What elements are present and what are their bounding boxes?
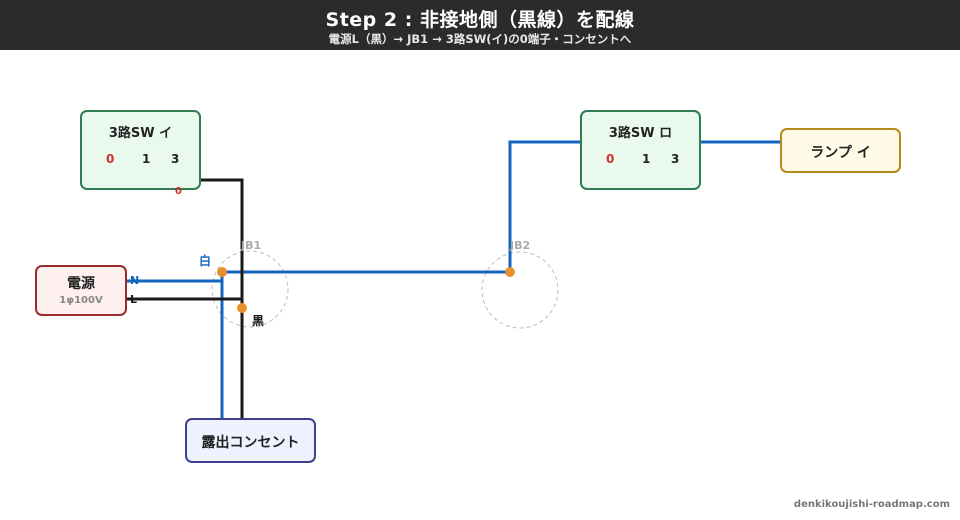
- jb1-white-junction-dot: [217, 267, 227, 277]
- jb1-black-label: 黒: [252, 314, 265, 328]
- lamp-i: ランプ イ: [780, 128, 901, 173]
- white-wire-jb1-to-outlet: [188, 272, 224, 434]
- site-credit: denkikoujishi-roadmap.com: [793, 499, 950, 510]
- switch-ro-terminal-1: 1: [642, 152, 651, 166]
- switch-i-title: 3路SW イ: [108, 126, 173, 141]
- jb1-white-label: 白: [199, 254, 212, 268]
- three-way-switch-i: 3路SW イ 0 1 3: [80, 110, 201, 190]
- jb1-circle: [211, 250, 289, 328]
- switch-ro-title: 3路SW ロ: [608, 126, 673, 141]
- switch-i-terminal-0: 0: [106, 152, 115, 166]
- black-wire-jb1-to-switch-i: [171, 178, 244, 450]
- lamp-label: ランプ イ: [810, 145, 871, 161]
- power-n-label: N: [130, 274, 140, 287]
- outlet-label: 露出コンセント: [201, 435, 300, 451]
- exposed-outlet: 露出コンセント: [185, 418, 316, 463]
- power-source: 電源 1φ100V: [35, 265, 127, 316]
- three-way-switch-ro: 3路SW ロ 0 1 3: [580, 110, 701, 190]
- jb1-label: JB1: [241, 239, 262, 252]
- header-bar: Step 2 : 非接地側（黒線）を配線 電源L（黒）→ JB1 → 3路SW(…: [0, 0, 960, 50]
- jb1-black-junction-dot: [237, 303, 247, 313]
- page-title: Step 2 : 非接地側（黒線）を配線: [325, 9, 635, 31]
- jb2-circle: [481, 251, 559, 329]
- power-label: 電源: [67, 276, 95, 292]
- switch-ro-terminal-0: 0: [606, 152, 615, 166]
- switch-i-wire-label: 0: [175, 186, 182, 197]
- power-voltage: 1φ100V: [59, 295, 103, 306]
- jb2-junction-dot: [505, 267, 515, 277]
- power-l-label: L: [130, 293, 138, 306]
- switch-ro-terminal-3: 3: [671, 152, 680, 166]
- switch-i-terminal-3: 3: [171, 152, 180, 166]
- switch-i-terminal-1: 1: [142, 152, 151, 166]
- page-subtitle: 電源L（黒）→ JB1 → 3路SW(イ)の0端子・コンセントへ: [328, 32, 632, 46]
- jb2-label: JB2: [510, 239, 531, 252]
